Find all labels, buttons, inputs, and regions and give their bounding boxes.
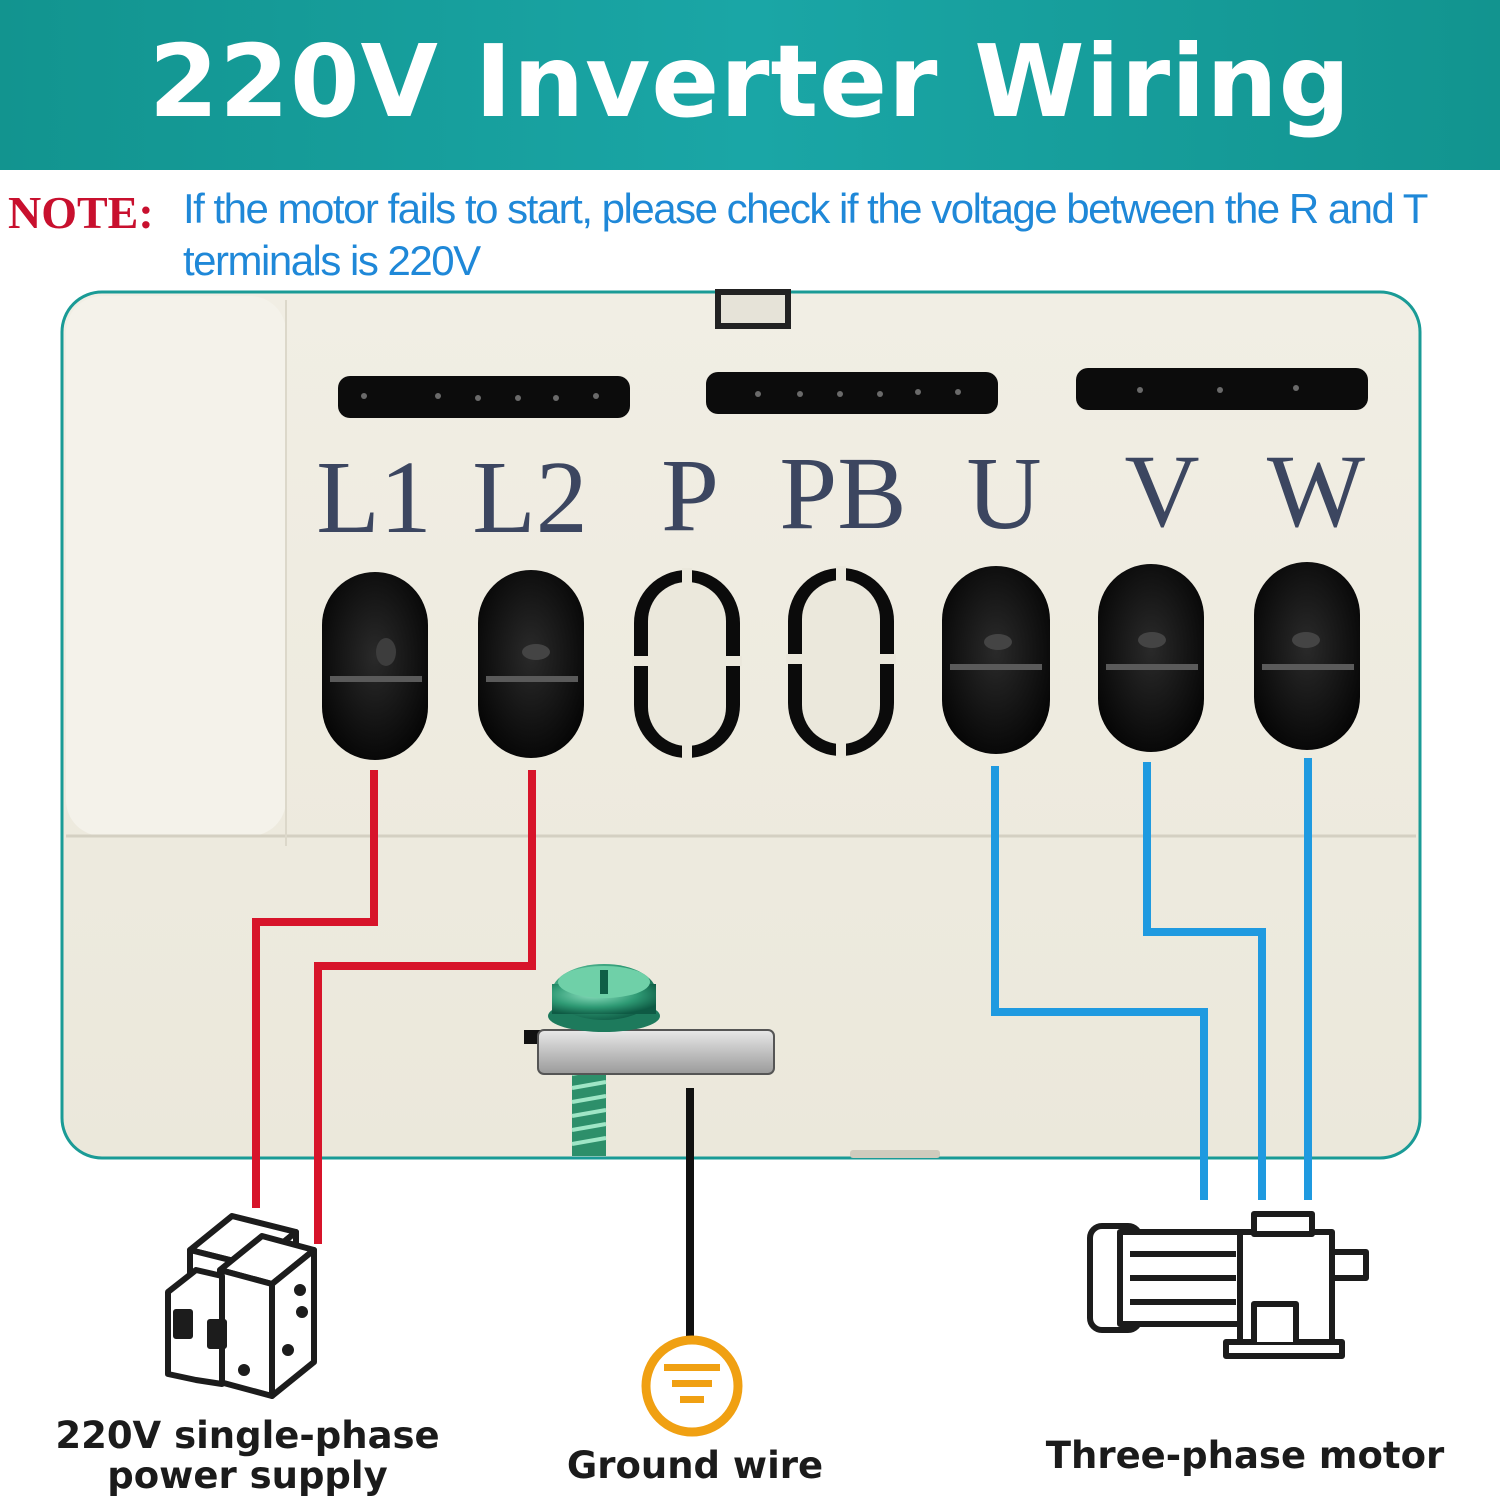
terminal-holes bbox=[322, 562, 1360, 760]
terminal-labels: L1 L2 P PB U V W bbox=[316, 434, 1365, 555]
motor-wire-u bbox=[991, 766, 1208, 1200]
motor-label: Three-phase motor bbox=[1045, 1434, 1445, 1477]
note-text: If the motor fails to start, please chec… bbox=[183, 185, 1428, 284]
power-wire-l1 bbox=[252, 770, 378, 1208]
terminal-label-pb: PB bbox=[779, 436, 906, 551]
page-title: 220V Inverter Wiring bbox=[148, 23, 1352, 140]
ground-icon bbox=[641, 1335, 743, 1437]
terminal-label-l2: L2 bbox=[472, 440, 588, 555]
terminal-hole-p bbox=[632, 568, 742, 760]
terminal-hole-l2 bbox=[478, 570, 584, 758]
circuit-breaker-icon bbox=[165, 1213, 317, 1399]
motor-wire-v bbox=[1143, 762, 1266, 1200]
ground-wire-label: Ground wire bbox=[566, 1444, 824, 1487]
terminal-label-l1: L1 bbox=[316, 440, 432, 555]
terminal-hole-w bbox=[1254, 562, 1360, 750]
power-wire-l2 bbox=[314, 770, 536, 1244]
terminal-label-w: W bbox=[1267, 434, 1365, 549]
inverter-panel bbox=[60, 289, 1422, 1160]
terminal-hole-u bbox=[942, 566, 1050, 754]
terminal-label-u: U bbox=[966, 436, 1041, 551]
motor-icon bbox=[1087, 1211, 1369, 1359]
power-supply-label: 220V single-phase power supply bbox=[55, 1414, 440, 1497]
top-vent-slots bbox=[338, 368, 1368, 418]
ground-screw bbox=[524, 964, 775, 1156]
title-banner: 220V Inverter Wiring bbox=[0, 0, 1500, 170]
note-label: NOTE: bbox=[8, 187, 154, 238]
terminal-hole-pb bbox=[786, 566, 896, 758]
terminal-hole-v bbox=[1098, 564, 1204, 752]
terminal-hole-l1 bbox=[322, 572, 428, 760]
terminal-label-p: P bbox=[661, 438, 719, 553]
terminal-label-v: V bbox=[1124, 434, 1199, 549]
